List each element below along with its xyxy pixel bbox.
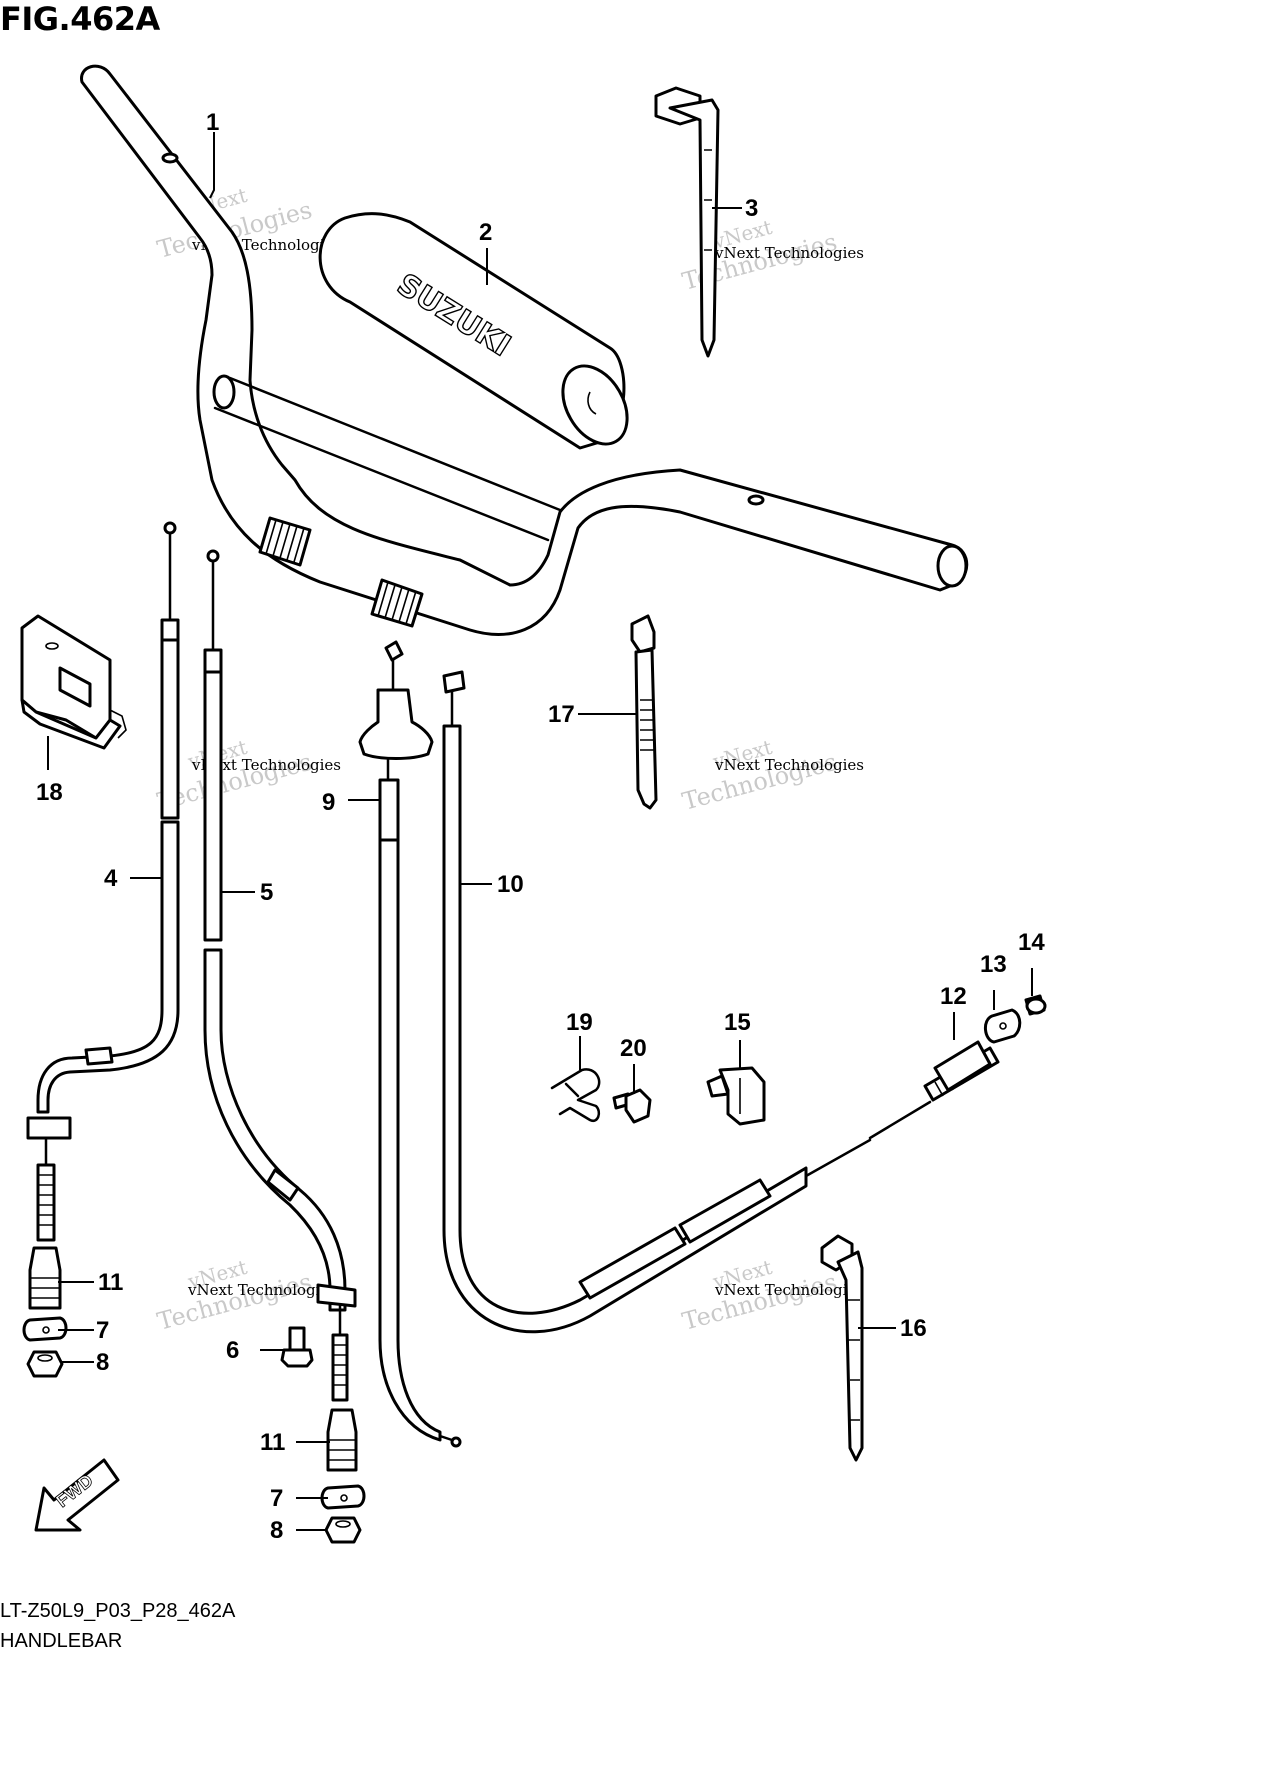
brake-cable-part bbox=[358, 640, 462, 1448]
spring-part bbox=[933, 1040, 992, 1092]
callout-2: 2 bbox=[479, 219, 492, 246]
callout-17: 17 bbox=[548, 701, 575, 728]
watermark: vNext Technologies vNext Technologies bbox=[154, 1255, 337, 1336]
bracket-part bbox=[20, 614, 127, 750]
wire-clip-part bbox=[550, 1068, 601, 1123]
callout-13: 13 bbox=[980, 951, 1007, 978]
svg-text:vNext Technologies: vNext Technologies bbox=[714, 244, 864, 262]
nut-part bbox=[26, 1350, 64, 1378]
callout-7-second: 7 bbox=[270, 1485, 283, 1512]
callout-labels: 1 2 3 4 5 6 7 8 9 10 11 12 13 14 15 16 1… bbox=[36, 109, 1045, 1544]
cable-part bbox=[203, 549, 357, 1402]
callout-19: 19 bbox=[566, 1009, 593, 1036]
cable-adjuster-part bbox=[320, 1484, 366, 1510]
callout-5: 5 bbox=[260, 879, 273, 906]
wire-band-part bbox=[654, 86, 720, 358]
svg-text:vNext Technologies: vNext Technologies bbox=[191, 756, 341, 774]
cable-holder-part bbox=[706, 1066, 766, 1126]
wire-tie-part bbox=[630, 614, 658, 810]
leader-lines bbox=[47, 132, 1033, 1531]
knurled-section bbox=[258, 516, 424, 628]
figure-title: FIG.462A bbox=[0, 0, 160, 38]
callout-20: 20 bbox=[620, 1035, 647, 1062]
callout-8: 8 bbox=[96, 1349, 109, 1376]
callout-9: 9 bbox=[322, 789, 335, 816]
handlebar-part bbox=[80, 64, 969, 636]
cable-boot-part bbox=[326, 1408, 358, 1472]
cable-adjuster-part bbox=[22, 1316, 68, 1342]
watermark: vNext Technologies vNext Technologies bbox=[679, 735, 864, 816]
nut-part bbox=[324, 1516, 362, 1544]
callout-4: 4 bbox=[104, 865, 118, 892]
lock-nut-part bbox=[1024, 994, 1047, 1016]
callout-6: 6 bbox=[226, 1337, 239, 1364]
callout-12: 12 bbox=[940, 983, 967, 1010]
svg-text:vNext Technologies: vNext Technologies bbox=[714, 1281, 864, 1299]
callout-15: 15 bbox=[724, 1009, 751, 1036]
callout-18: 18 bbox=[36, 779, 63, 806]
handlebar-pad-part: SUZUKI bbox=[318, 212, 629, 450]
callout-8-second: 8 bbox=[270, 1517, 283, 1544]
callout-3: 3 bbox=[745, 195, 758, 222]
svg-text:vNext Technologies: vNext Technologies bbox=[187, 1281, 337, 1299]
wire-band-part bbox=[820, 1234, 864, 1462]
callout-1: 1 bbox=[206, 109, 219, 136]
callout-10: 10 bbox=[497, 871, 524, 898]
callout-14: 14 bbox=[1018, 929, 1045, 956]
screw-part bbox=[612, 1088, 652, 1124]
throttle-cable-part bbox=[26, 521, 180, 1242]
callout-11: 11 bbox=[98, 1269, 123, 1296]
callout-11-second: 11 bbox=[260, 1429, 285, 1456]
cable-boot-part bbox=[28, 1246, 62, 1310]
forward-direction-arrow: FWD bbox=[34, 1458, 120, 1532]
figure-name: HANDLEBAR bbox=[0, 1630, 123, 1652]
svg-text:vNext Technologies: vNext Technologies bbox=[714, 756, 864, 774]
figure-code: LT-Z50L9_P03_P28_462A bbox=[0, 1600, 236, 1622]
bolt-part bbox=[280, 1326, 314, 1368]
callout-16: 16 bbox=[900, 1315, 927, 1342]
adjuster-nut-part bbox=[984, 1008, 1022, 1044]
callout-7: 7 bbox=[96, 1317, 109, 1344]
